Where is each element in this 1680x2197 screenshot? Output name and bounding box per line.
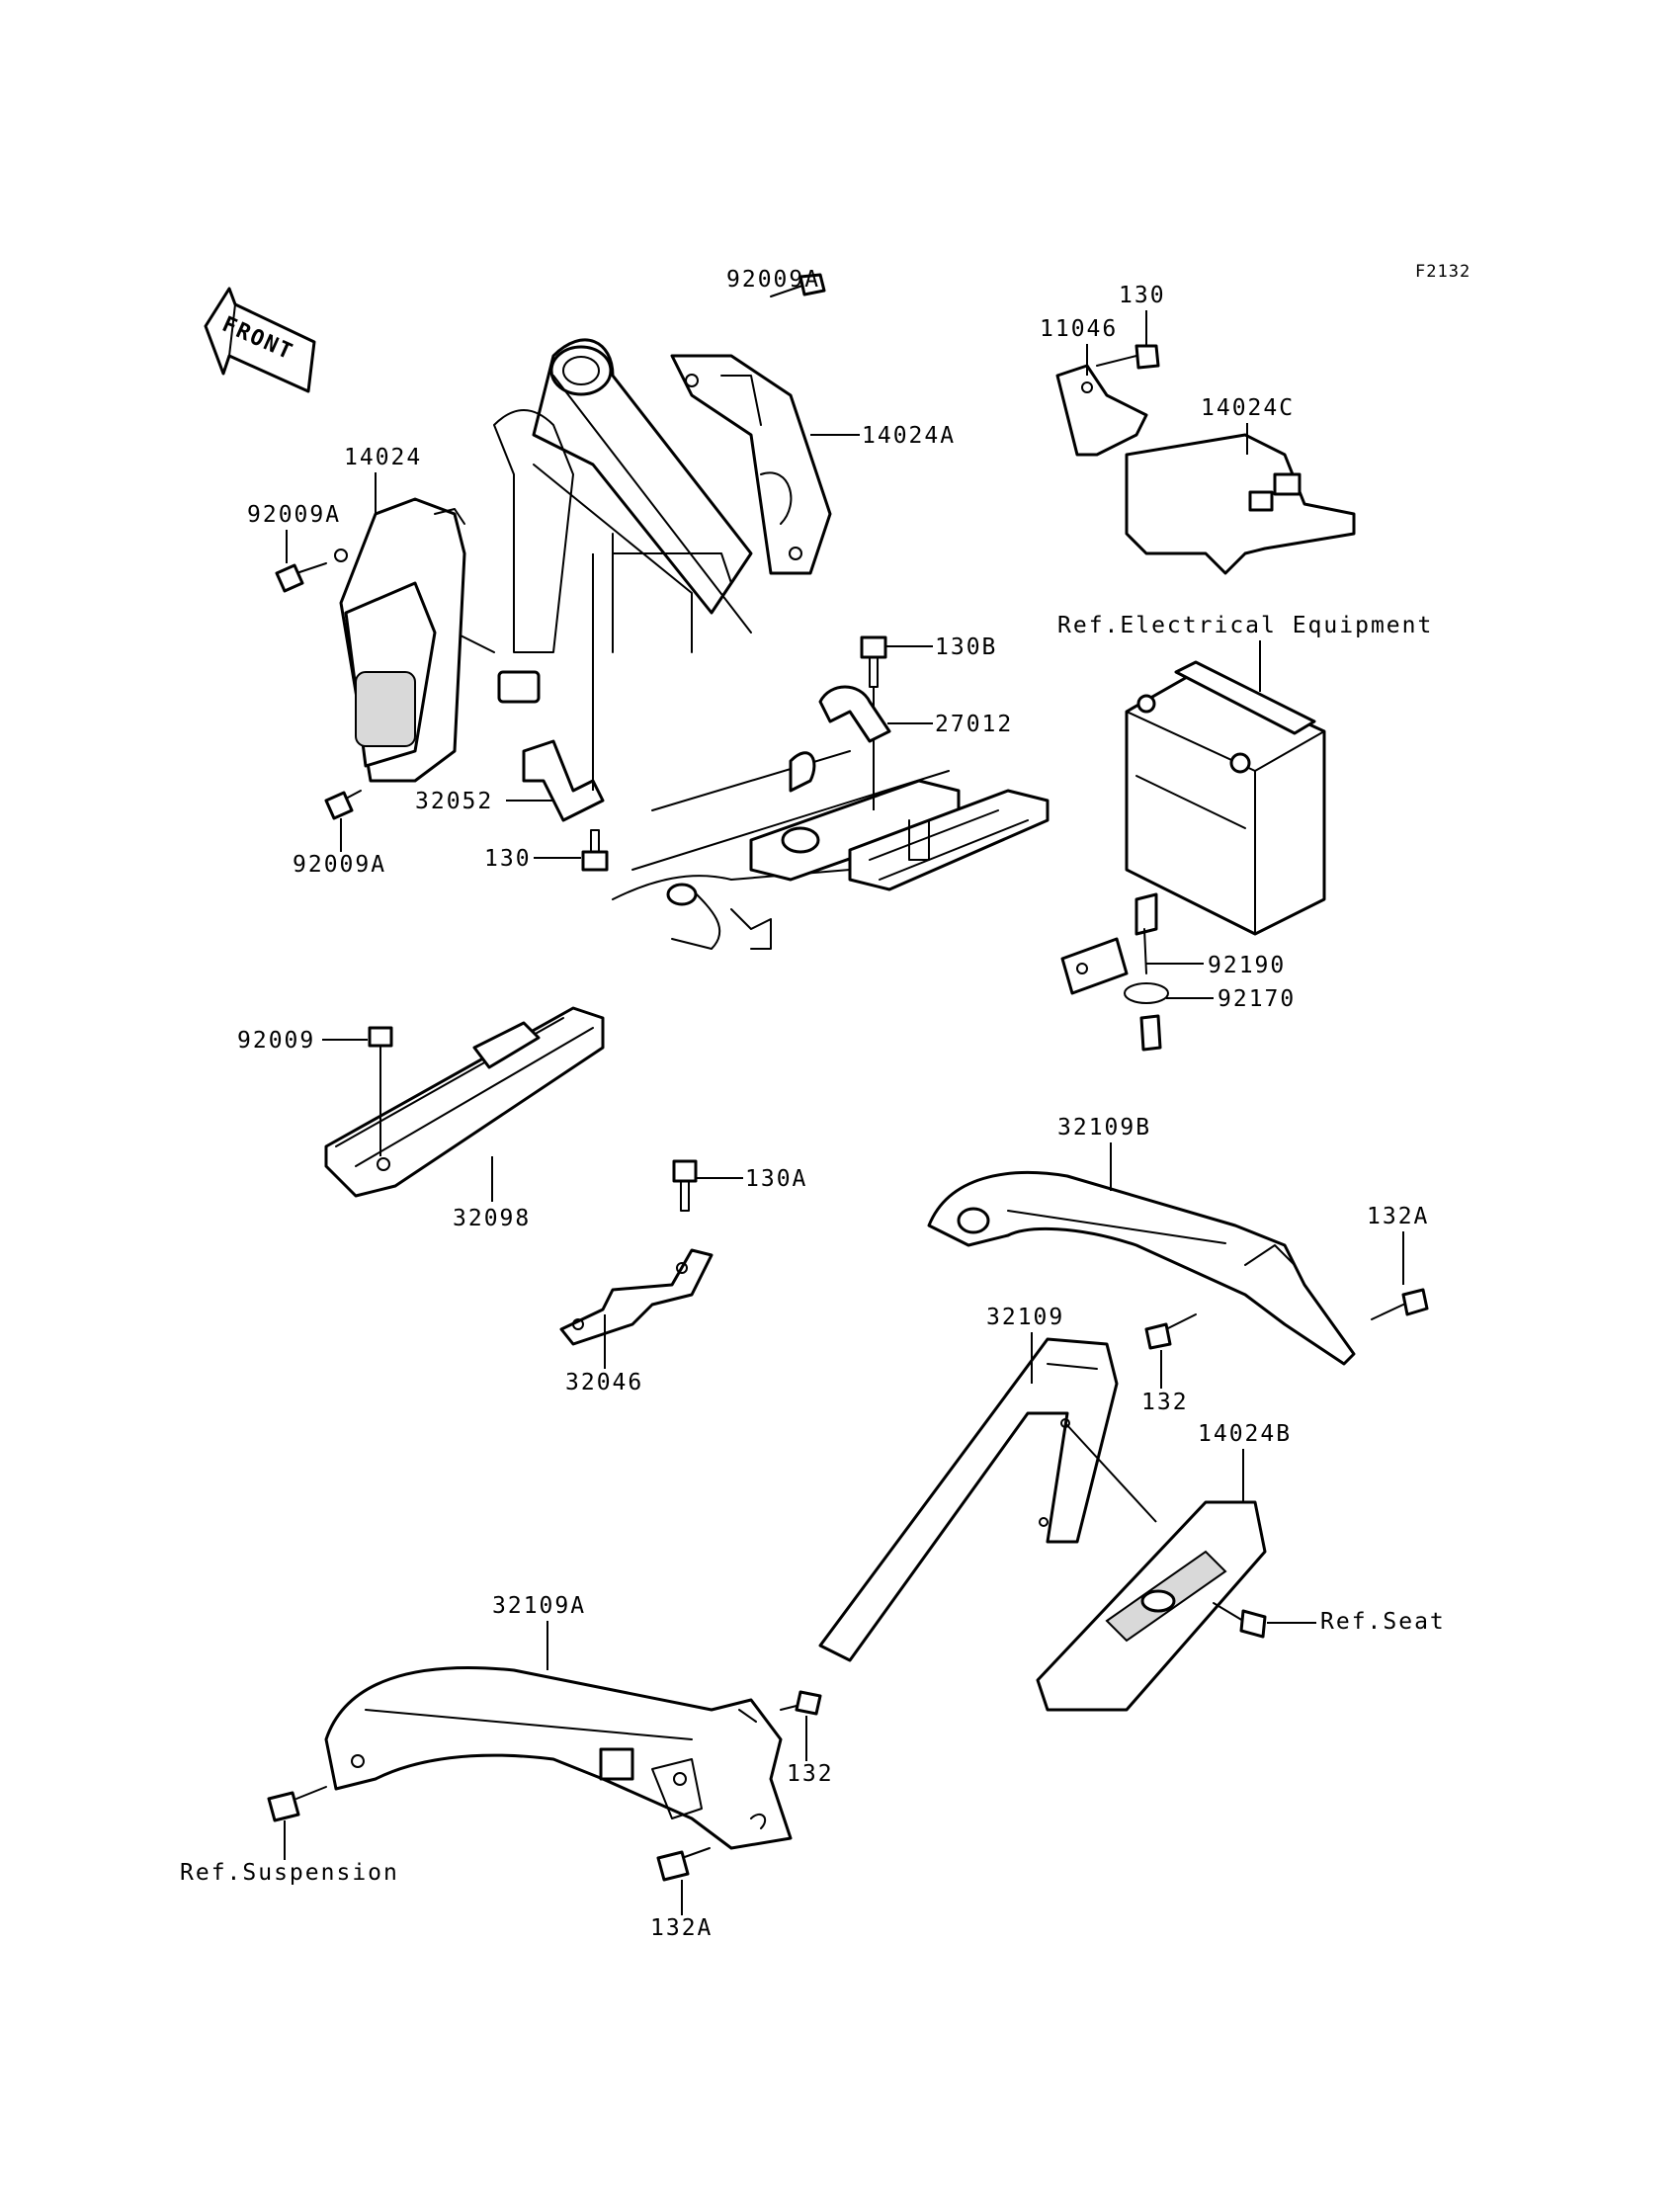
screw-92009A-left-upper-icon — [275, 562, 327, 593]
label-92170: 92170 — [1218, 986, 1296, 1012]
label-130-top: 130 — [1119, 283, 1166, 308]
frame-rear — [612, 750, 1050, 950]
front-arrow-icon: FRONT — [204, 287, 316, 393]
label-92190: 92190 — [1208, 953, 1286, 978]
label-32052: 32052 — [415, 789, 493, 814]
label-14024B: 14024B — [1198, 1421, 1292, 1447]
screw-92009-icon — [368, 1026, 393, 1156]
screw-92009A-left-lower-icon — [324, 790, 362, 820]
bolt-132-low-icon — [780, 1690, 822, 1716]
bolt-132-mid-icon — [1144, 1313, 1197, 1350]
bolt-130-mid-icon — [581, 829, 609, 872]
label-92009: 92009 — [237, 1028, 315, 1054]
label-32046: 32046 — [565, 1370, 643, 1395]
label-32109A: 32109A — [492, 1593, 586, 1619]
bolt-ref-seat-icon — [1213, 1602, 1267, 1639]
label-132-low: 132 — [787, 1761, 834, 1787]
tray-32098 — [324, 1006, 605, 1198]
bracket-92190 — [1060, 892, 1158, 995]
label-132-mid: 132 — [1141, 1390, 1189, 1415]
label-92009A-top: 92009A — [726, 267, 820, 293]
frame-upper — [454, 338, 753, 704]
rail-32109A — [324, 1666, 793, 1850]
label-14024A: 14024A — [862, 423, 956, 449]
clip-92170 — [1124, 982, 1169, 1052]
diagram-code: F2132 — [1415, 262, 1470, 282]
label-130A: 130A — [745, 1166, 807, 1192]
label-14024C: 14024C — [1201, 395, 1295, 421]
label-32098: 32098 — [453, 1206, 531, 1231]
label-130B: 130B — [935, 634, 997, 660]
bolt-130-top-icon — [1096, 344, 1160, 370]
label-ref-seat: Ref.Seat — [1320, 1609, 1446, 1635]
bolt-130A-icon — [672, 1159, 698, 1212]
cover-14024C — [1125, 433, 1356, 575]
label-11046: 11046 — [1040, 316, 1118, 342]
label-92009A-left-upper: 92009A — [247, 502, 341, 528]
bracket-11046 — [1055, 364, 1148, 457]
bolt-ref-suspension-icon — [267, 1786, 327, 1822]
frame-32109 — [818, 1337, 1119, 1662]
label-14024: 14024 — [344, 445, 422, 470]
label-132A-low: 132A — [650, 1915, 713, 1941]
label-92009A-left-lower: 92009A — [293, 852, 386, 878]
cover-14024 — [334, 497, 466, 783]
label-ref-electrical: Ref.Electrical Equipment — [1057, 613, 1433, 638]
pad-14024B — [1036, 1500, 1267, 1712]
bolt-132A-right-icon — [1371, 1288, 1429, 1320]
label-132A-right: 132A — [1367, 1204, 1429, 1229]
label-27012: 27012 — [935, 712, 1013, 737]
rail-32109B — [927, 1171, 1356, 1366]
bolt-132A-low-icon — [656, 1847, 711, 1882]
screw-92009A-top-icon — [770, 273, 826, 297]
label-32109B: 32109B — [1057, 1115, 1151, 1141]
label-130-mid: 130 — [484, 846, 532, 872]
clamp-27012 — [818, 685, 891, 743]
cover-14024A — [670, 354, 832, 575]
battery-box — [1125, 660, 1326, 936]
label-ref-suspension: Ref.Suspension — [180, 1860, 399, 1886]
bracket-32052 — [522, 739, 605, 822]
label-32109: 32109 — [986, 1305, 1064, 1330]
bracket-32046 — [559, 1248, 714, 1346]
